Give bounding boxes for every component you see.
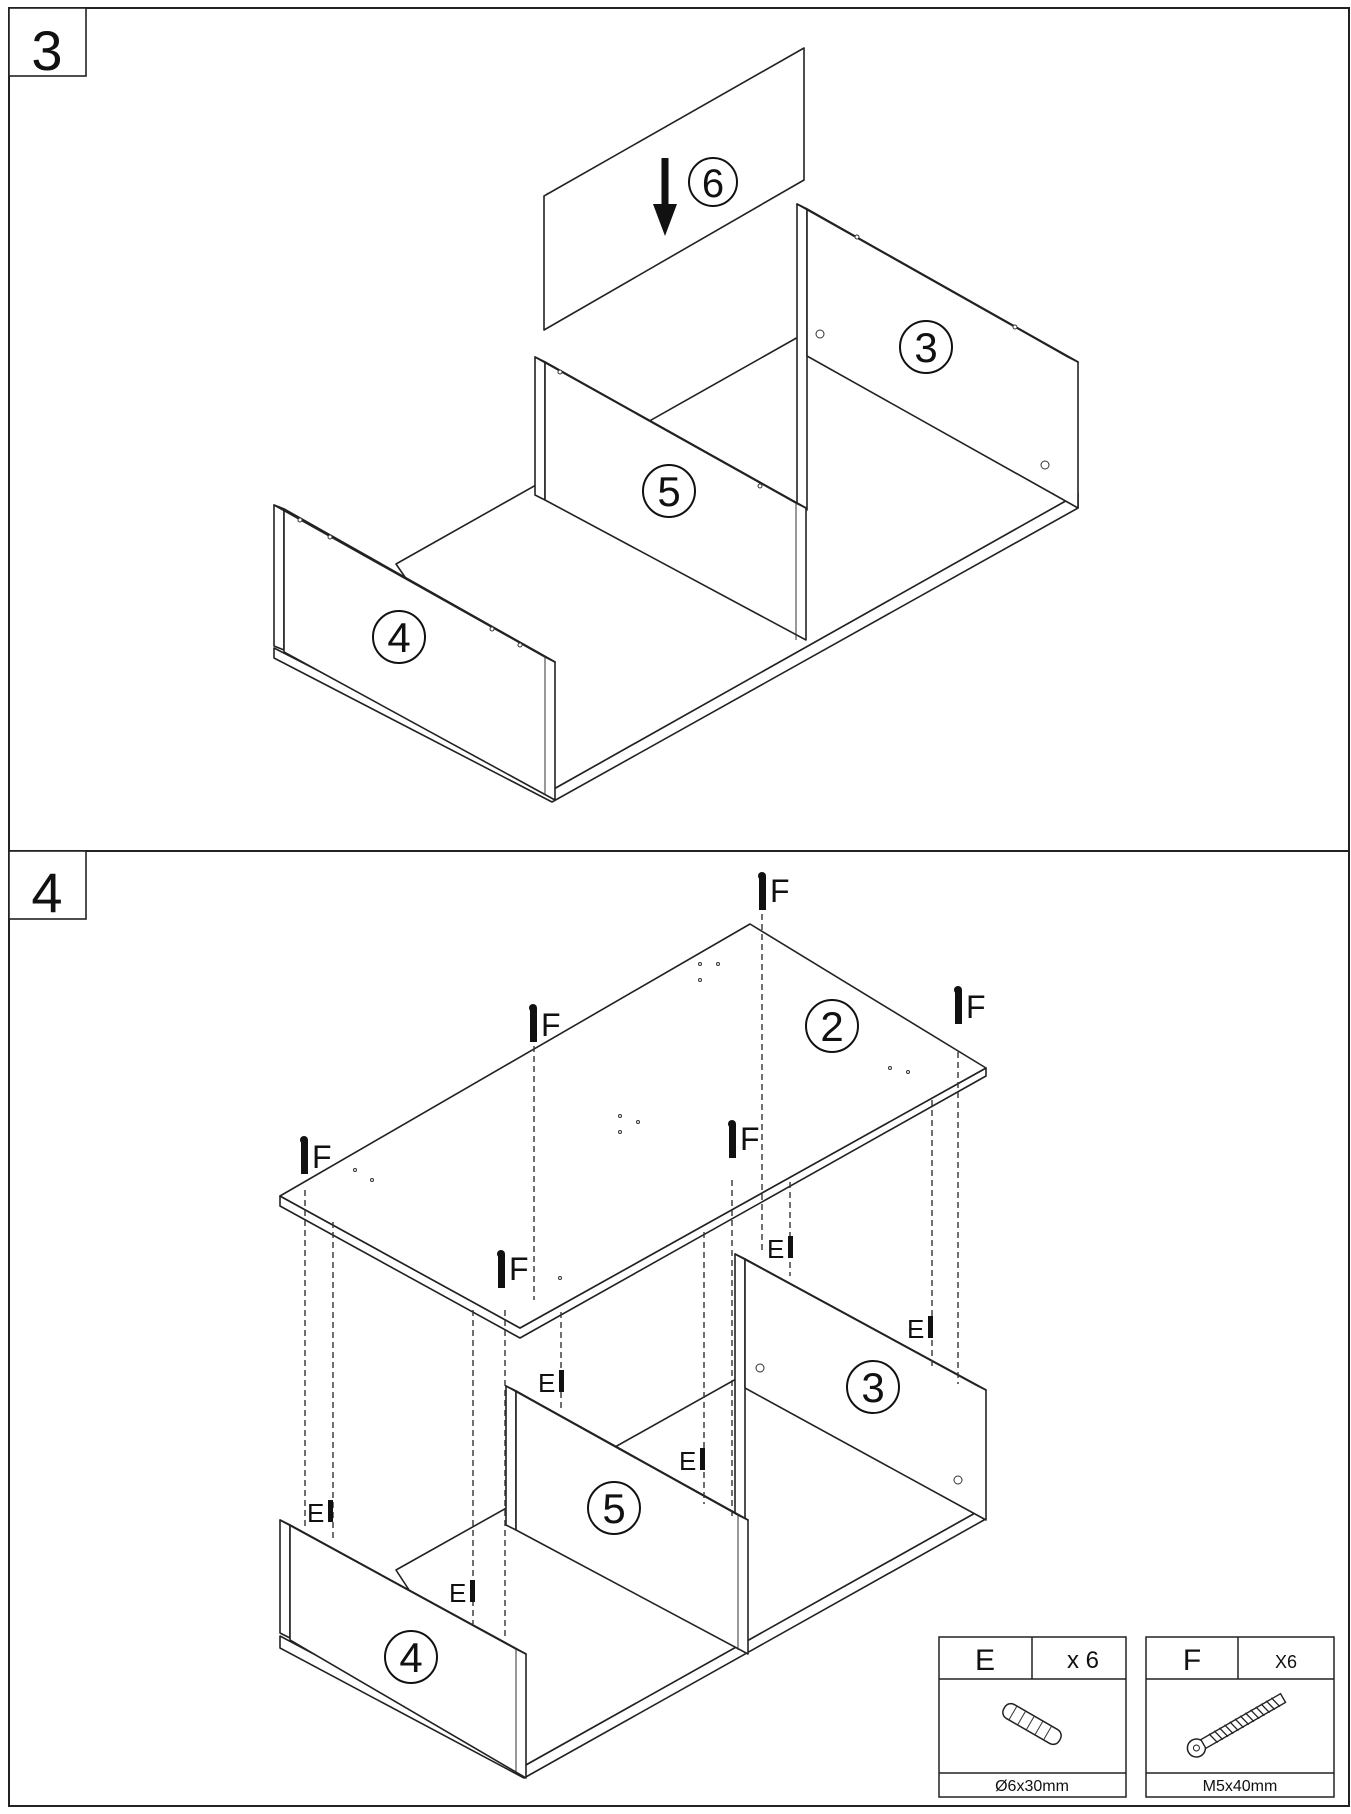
svg-text:5: 5 <box>602 1485 625 1532</box>
svg-text:4: 4 <box>387 614 410 661</box>
svg-text:6: 6 <box>702 162 724 206</box>
svg-text:5: 5 <box>657 468 680 515</box>
label-5-lower: 5 <box>587 1481 641 1535</box>
label-3-lower: 3 <box>846 1360 900 1414</box>
label-2: 2 <box>805 999 859 1053</box>
screw-f-5: F <box>728 1120 760 1158</box>
hardware-f-letter: F <box>1183 1644 1201 1677</box>
svg-text:F: F <box>541 1007 561 1043</box>
screw-f-4: F <box>954 986 986 1025</box>
step-4-number: 4 <box>31 861 62 924</box>
label-3: 3 <box>899 320 953 374</box>
step-4-frame <box>8 850 1350 1807</box>
svg-text:4: 4 <box>399 1634 422 1681</box>
dowel-icon <box>1002 1702 1062 1746</box>
svg-text:F: F <box>312 1139 332 1175</box>
label-5: 5 <box>642 464 696 518</box>
svg-text:F: F <box>740 1121 760 1157</box>
screw-f-6: F <box>497 1250 529 1288</box>
svg-text:E: E <box>538 1368 555 1398</box>
svg-text:E: E <box>907 1314 924 1344</box>
label-4: 4 <box>372 610 426 664</box>
step-4-number-box: 4 <box>8 850 87 924</box>
svg-text:E: E <box>449 1578 466 1608</box>
dowel-e-4: E <box>679 1446 705 1476</box>
dowel-e-6: E <box>907 1314 933 1344</box>
screw-f-2: F <box>529 1004 561 1043</box>
step-3-illustration: 6 3 5 4 <box>273 47 1079 803</box>
svg-text:2: 2 <box>820 1003 843 1050</box>
dowel-e-1: E <box>307 1498 333 1528</box>
hardware-e-letter: E <box>975 1644 995 1677</box>
top-back-panel-6 <box>543 47 805 331</box>
svg-text:E: E <box>679 1446 696 1476</box>
svg-text:F: F <box>770 873 790 909</box>
screw-f-1: F <box>300 1136 332 1175</box>
hardware-box-f: F X6 <box>1145 1636 1335 1798</box>
svg-text:E: E <box>767 1234 784 1264</box>
svg-text:3: 3 <box>914 324 937 371</box>
step-3-number-box: 3 <box>8 7 87 82</box>
screw-icon <box>1186 1692 1287 1758</box>
screw-f-3: F <box>758 872 790 910</box>
hardware-box-e: E x 6 Ø6x30mm <box>938 1636 1127 1798</box>
svg-text:E: E <box>307 1498 324 1528</box>
top-panel-2 <box>279 923 987 1339</box>
dowel-e-2: E <box>449 1578 475 1608</box>
label-4-lower: 4 <box>384 1630 438 1684</box>
label-6: 6 <box>688 157 738 207</box>
hardware-e-size: Ø6x30mm <box>995 1778 1069 1795</box>
svg-text:F: F <box>966 989 986 1025</box>
hardware-e-quantity: x 6 <box>1067 1647 1099 1674</box>
dowel-e-3: E <box>538 1368 564 1398</box>
svg-text:F: F <box>509 1251 529 1287</box>
arrow-down-icon <box>653 158 677 236</box>
step-3-number: 3 <box>31 19 62 82</box>
hardware-f-size: M5x40mm <box>1203 1778 1278 1795</box>
hardware-f-quantity: X6 <box>1275 1652 1297 1672</box>
step-4-illustration: F F F F F F E <box>279 872 987 1779</box>
svg-text:3: 3 <box>861 1364 884 1411</box>
dowel-e-5: E <box>767 1234 793 1264</box>
